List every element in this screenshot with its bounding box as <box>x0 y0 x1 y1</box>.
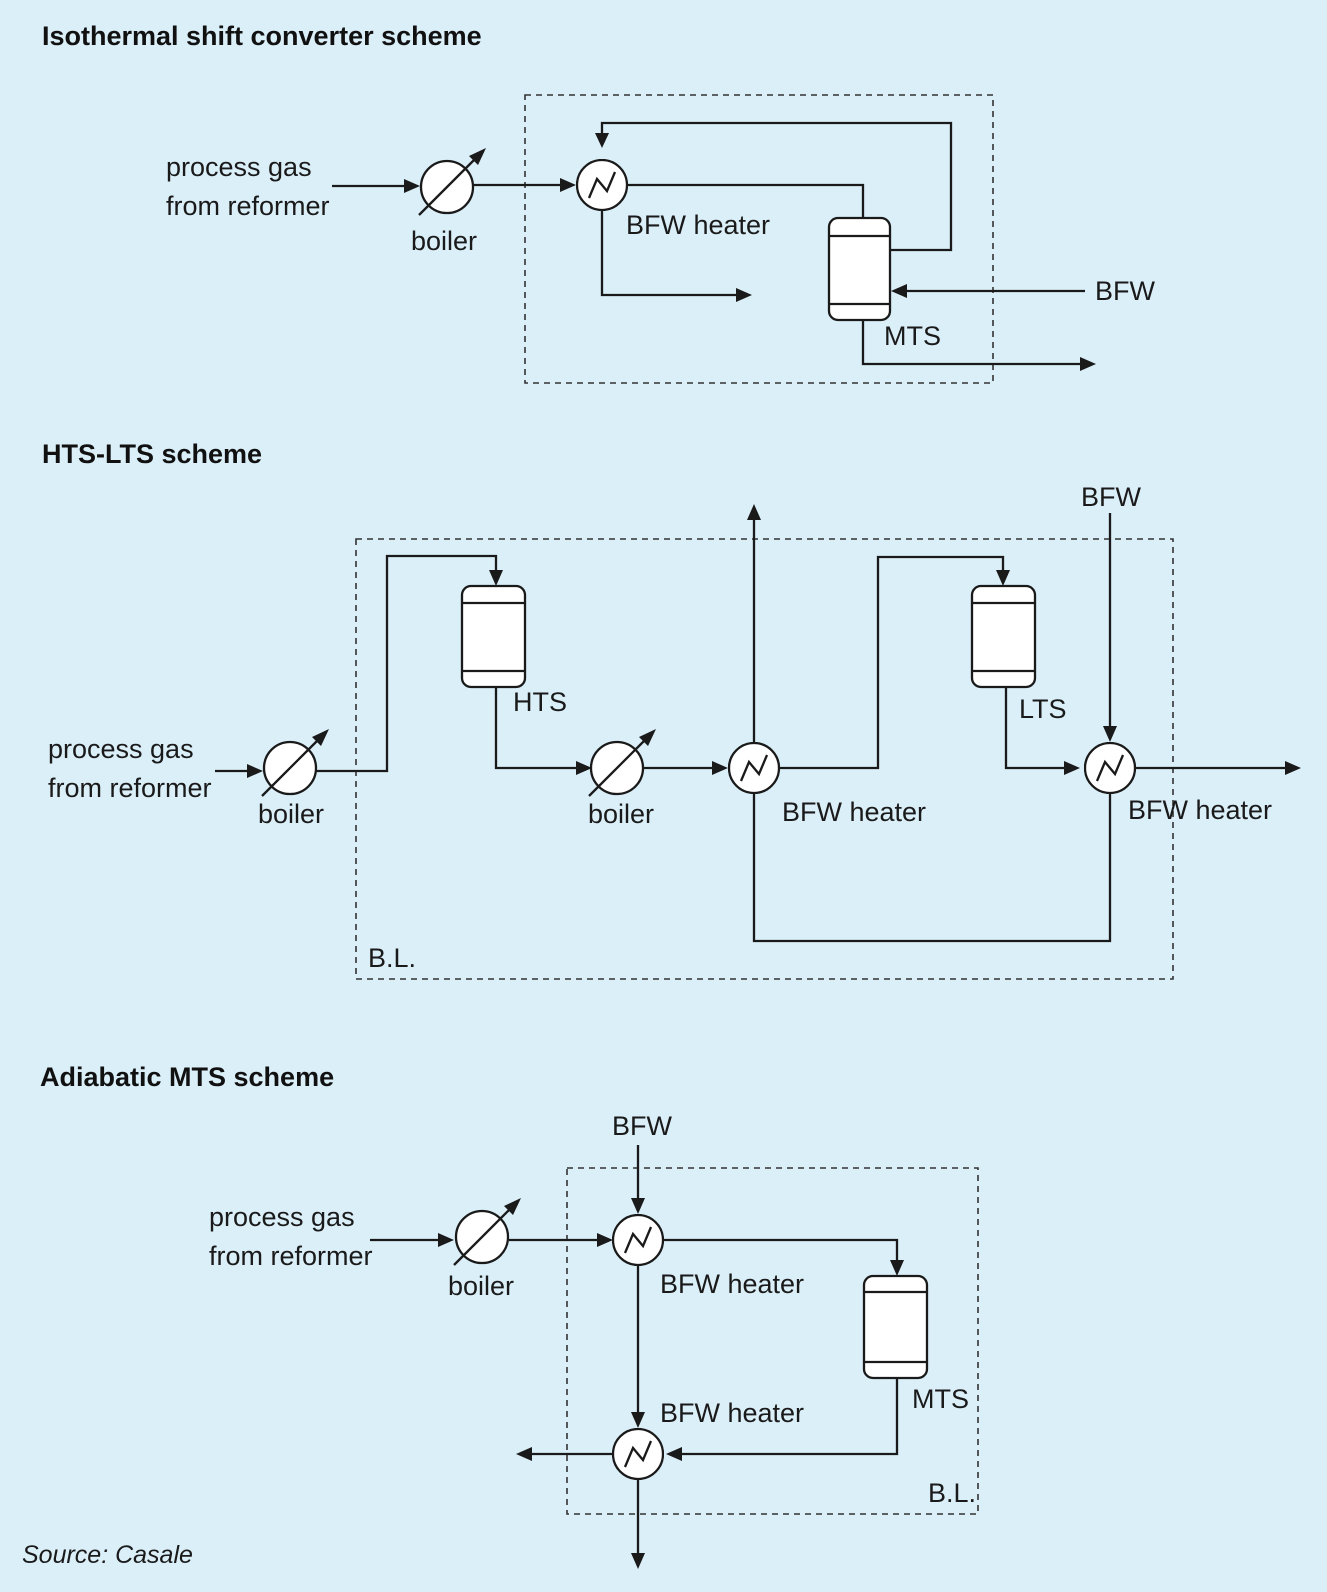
process-lines <box>332 121 1096 371</box>
mts-reactor-icon <box>862 1274 929 1380</box>
bfw-heater-label: BFW heater <box>782 797 926 827</box>
bfw-heater-label: BFW heater <box>626 210 770 240</box>
feed-label-line2: from reformer <box>166 191 330 221</box>
boiler-label: boiler <box>258 799 324 829</box>
bfw-label: BFW <box>1095 276 1156 306</box>
bfw-heater-icon <box>728 742 780 794</box>
battery-limit-label: B.L. <box>928 1478 976 1508</box>
feed-label-line1: process gas <box>166 152 312 182</box>
bfw-heater-icon <box>1084 742 1136 794</box>
feed-label-line2: from reformer <box>209 1241 373 1271</box>
bfw-heater-label: BFW heater <box>660 1269 804 1299</box>
bfw-label: BFW <box>1081 482 1142 512</box>
adiabatic-mts-scheme: Adiabatic MTS scheme B.L. process gas fr… <box>40 1062 979 1569</box>
battery-limit-box <box>566 1167 979 1515</box>
bfw-label: BFW <box>612 1111 673 1141</box>
scheme-title: Isothermal shift converter scheme <box>42 21 482 51</box>
boiler-icon <box>417 146 488 217</box>
process-lines <box>215 504 1301 943</box>
boiler-icon <box>260 727 331 798</box>
boiler-label: boiler <box>448 1271 514 1301</box>
hts-label: HTS <box>513 687 567 717</box>
boiler-icon <box>452 1196 523 1267</box>
boiler-label: boiler <box>588 799 654 829</box>
boiler-label: boiler <box>411 226 477 256</box>
mts-reactor-icon <box>827 216 892 322</box>
bfw-heater-label: BFW heater <box>1128 795 1272 825</box>
bfw-heater-label: BFW heater <box>660 1398 804 1428</box>
bfw-heater-icon <box>612 1428 664 1480</box>
battery-limit-box <box>355 538 1174 980</box>
boiler-icon <box>587 727 658 798</box>
mts-label: MTS <box>884 321 941 351</box>
battery-limit-label: B.L. <box>368 943 416 973</box>
battery-limit-box <box>524 94 994 384</box>
feed-label-line1: process gas <box>48 734 194 764</box>
feed-label-line1: process gas <box>209 1202 355 1232</box>
hts-reactor-icon <box>460 584 527 689</box>
bfw-heater-icon <box>576 159 628 211</box>
source-credit: Source: Casale <box>22 1541 193 1569</box>
process-lines <box>370 1145 904 1569</box>
isothermal-scheme: Isothermal shift converter scheme proces… <box>42 21 1156 384</box>
scheme-title: Adiabatic MTS scheme <box>40 1062 334 1092</box>
hts-lts-scheme: HTS-LTS scheme B.L. process gas from ref… <box>42 439 1301 980</box>
bfw-heater-icon <box>612 1214 664 1266</box>
lts-label: LTS <box>1019 694 1067 724</box>
feed-label-line2: from reformer <box>48 773 212 803</box>
mts-label: MTS <box>912 1384 969 1414</box>
scheme-title: HTS-LTS scheme <box>42 439 262 469</box>
lts-reactor-icon <box>970 584 1037 689</box>
